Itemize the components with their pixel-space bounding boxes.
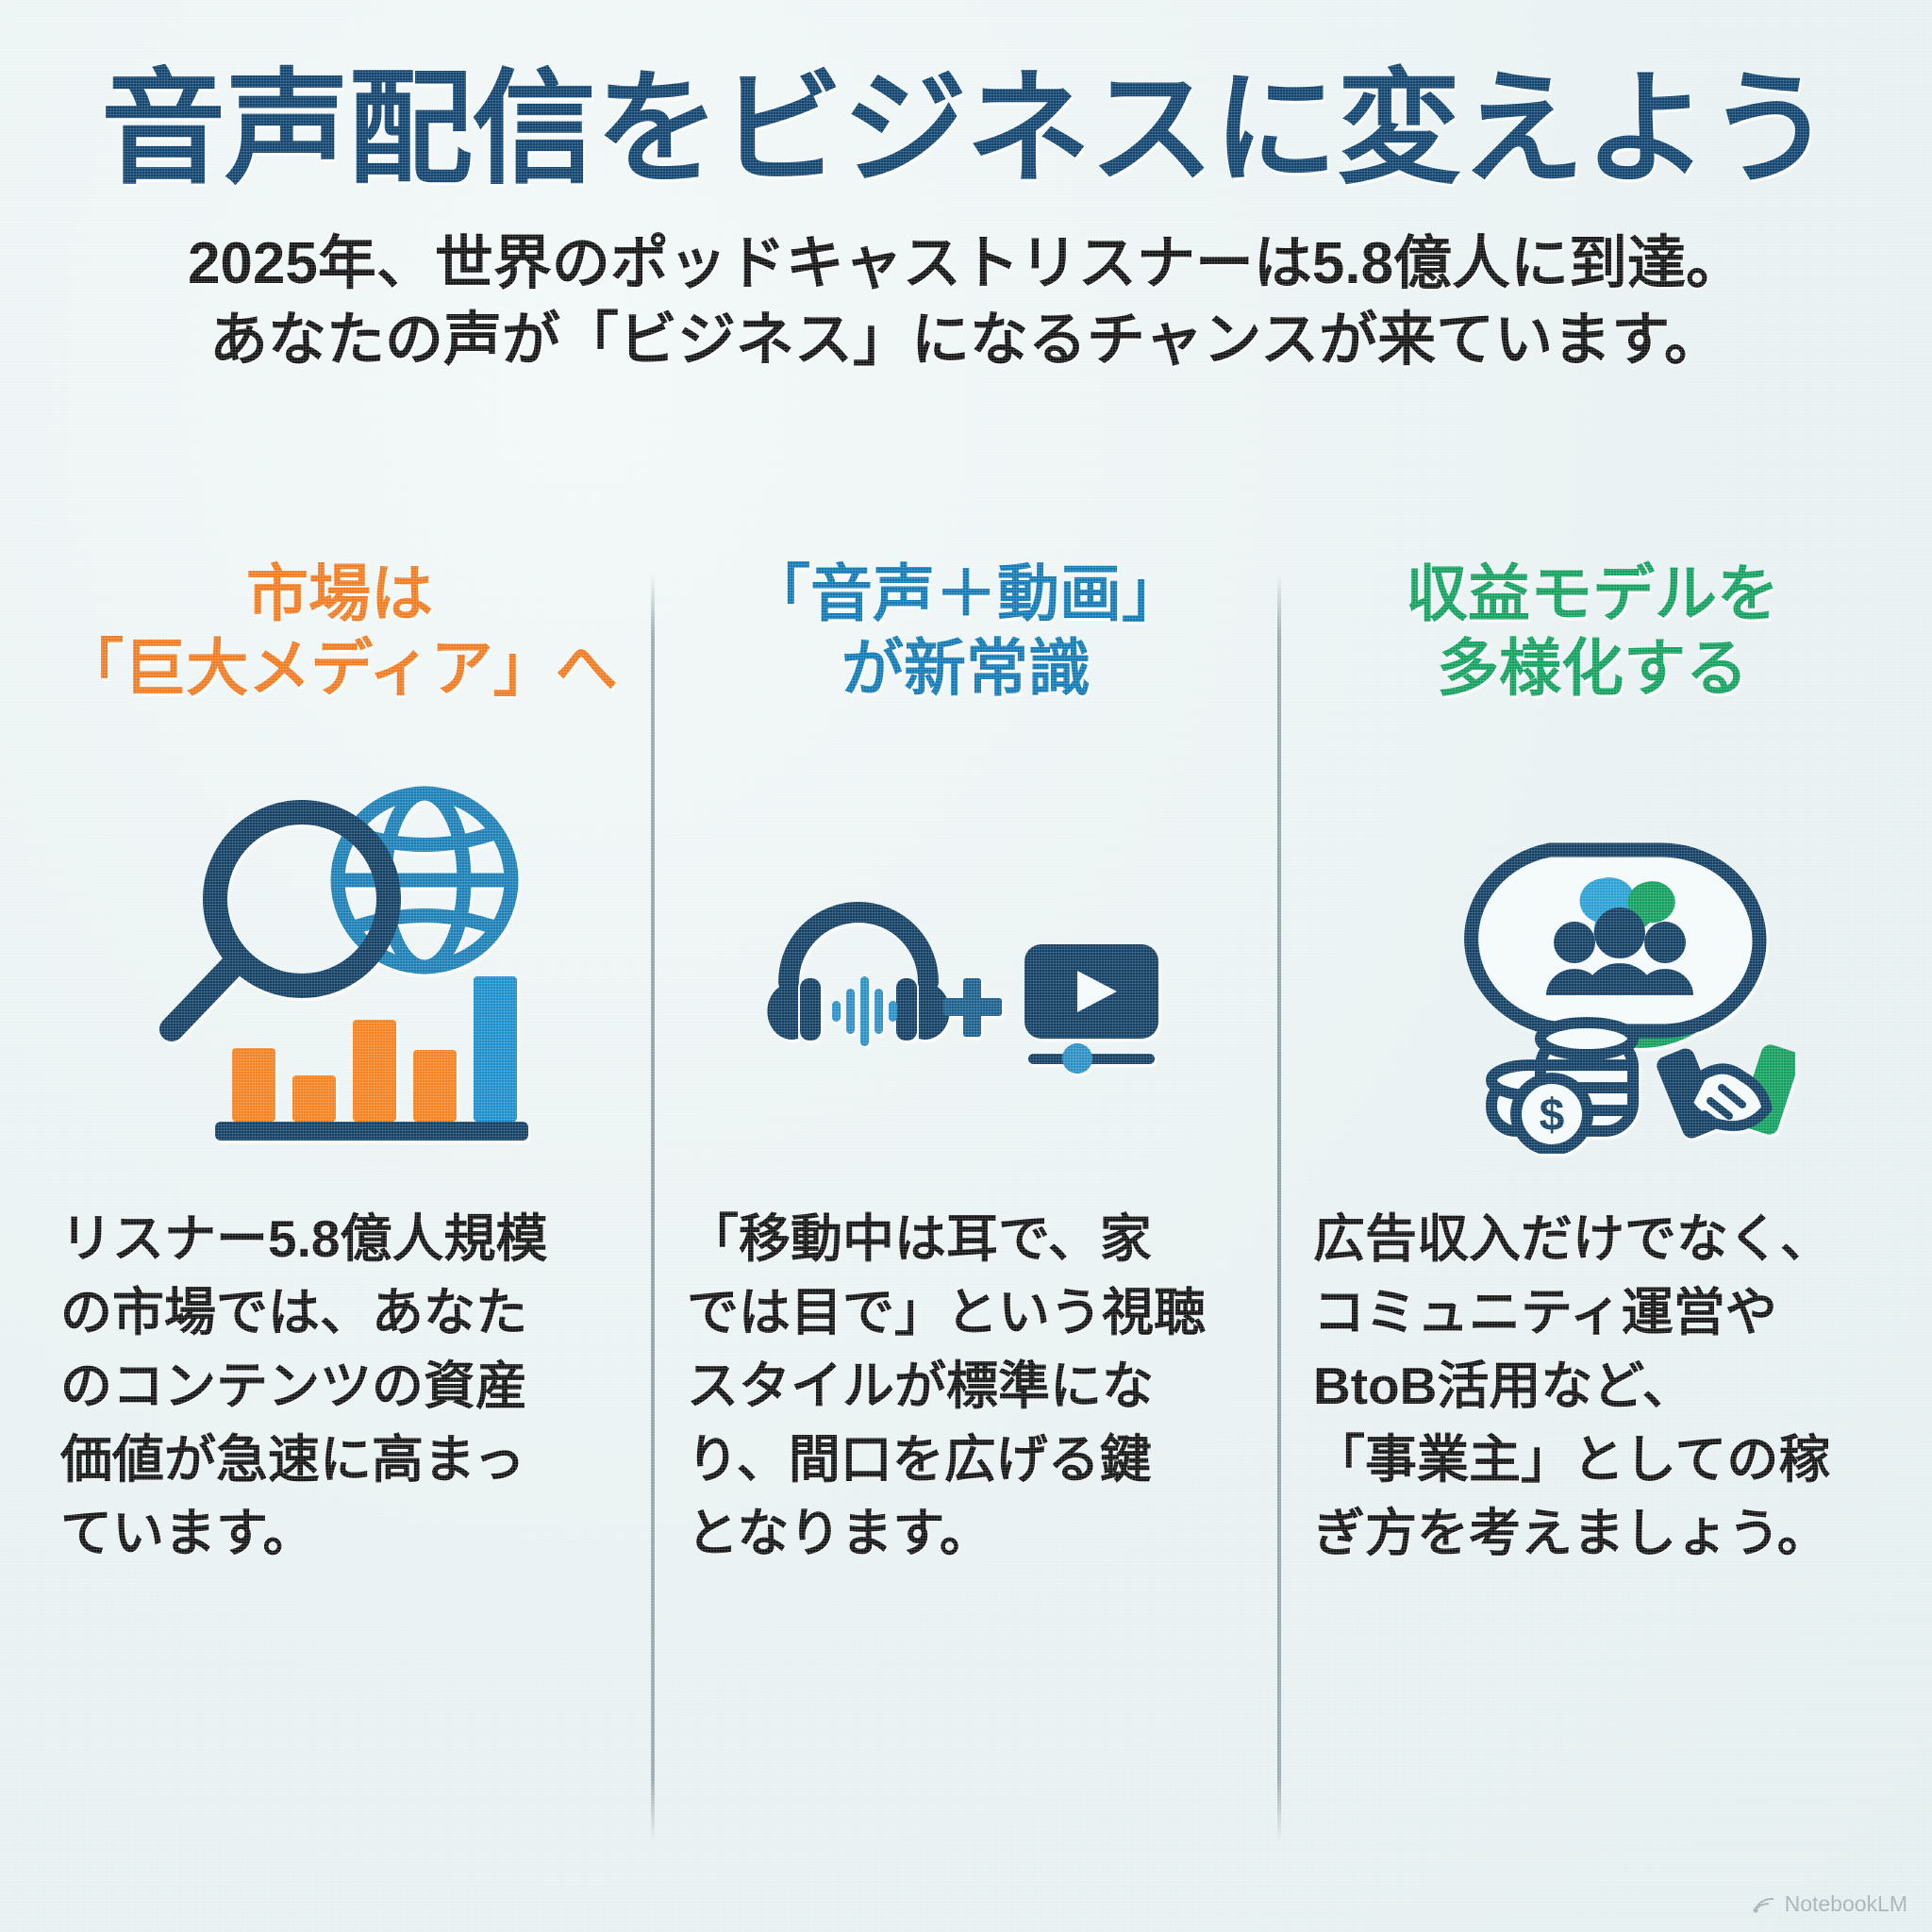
column-revenue-heading-line-1: 収益モデルを [1406,558,1779,628]
notebooklm-watermark: NotebookLM [1752,1891,1907,1917]
bar-chart-icon [215,976,528,1141]
column-audio-video-body-line-3: スタイルが標準にな [687,1357,1155,1416]
column-audio-video-heading-line-1: 「音声＋動画」 [748,558,1184,628]
column-revenue-body-line-2: コミュニティ運営や [1313,1283,1777,1342]
column-audio-video: 「音声＋動画」 が新常識 [655,557,1277,1866]
column-market-body: リスナー5.8億人規模 の市場では、あなた のコンテンツの資産 価値が急速に高ま… [60,1202,619,1570]
column-divider-2 [1277,574,1281,1841]
page-title: 音声配信をビジネスに変えよう [101,59,1832,198]
column-revenue-body-line-3: BtoB活用など、 [1313,1357,1694,1416]
community-speech-bubble-icon [1464,842,1767,1087]
column-revenue-body-line-4: 「事業主」としての稼 [1313,1430,1831,1490]
column-revenue-body-line-1: 広告収入だけでなく、 [1313,1209,1833,1268]
magnifier-globe-barchart-icon [60,743,619,1187]
column-audio-video-body-line-2: では目で」という視聴 [687,1283,1207,1342]
column-audio-video-heading-line-2: が新常識 [841,633,1091,704]
column-audio-video-heading: 「音声＋動画」 が新常識 [687,557,1245,736]
column-audio-video-body-line-4: り、間口を広げる鍵 [687,1430,1152,1490]
column-revenue-body: 広告収入だけでなく、 コミュニティ運営や BtoB活用など、 「事業主」としての… [1313,1202,1872,1570]
svg-text:$: $ [1540,1091,1565,1141]
column-audio-video-body: 「移動中は耳で、家 では目で」という視聴 スタイルが標準にな り、間口を広げる鍵… [687,1202,1245,1570]
column-market: 市場は 「巨大メディア」へ [28,557,651,1866]
headphones-plus-videoplayer-icon [687,743,1245,1187]
page-subtitle: 2025年、世界のポッドキャストリスナーは5.8億人に到達。 あなたの声が「ビジ… [0,225,1932,380]
notebooklm-watermark-label: NotebookLM [1784,1891,1907,1916]
column-market-heading: 市場は 「巨大メディア」へ [60,557,619,736]
people-group-icon [1546,908,1693,995]
column-market-body-line-2: の市場では、あなた [60,1283,528,1342]
subtitle-line-1: 2025年、世界のポッドキャストリスナーは5.8億人に到達。 [187,230,1745,296]
globe-icon [330,786,519,974]
column-revenue-heading: 収益モデルを 多様化する [1313,557,1872,736]
column-market-body-line-5: ています。 [60,1504,315,1563]
column-market-body-line-4: 価値が急速に高まっ [60,1430,525,1490]
plus-icon [943,978,1002,1037]
column-divider-1 [651,574,655,1841]
community-coins-handshake-icon: $ [1313,743,1872,1187]
headphones-icon [767,902,950,1046]
column-audio-video-body-line-1: 「移動中は耳で、家 [687,1209,1152,1268]
columns-container: 市場は 「巨大メディア」へ [28,557,1904,1866]
magnifier-icon [159,800,401,1041]
column-audio-video-body-line-5: となります。 [687,1504,991,1563]
column-market-heading-line-2: 「巨大メディア」へ [61,633,618,704]
column-market-heading-line-1: 市場は [246,558,433,628]
column-market-body-line-1: リスナー5.8億人規模 [60,1209,548,1268]
subtitle-line-2: あなたの声が「ビジネス」になるチャンスが来ています。 [209,308,1723,374]
notebooklm-logo-icon [1752,1895,1776,1914]
handshake-icon [1657,1044,1795,1139]
video-player-icon [1024,944,1158,1074]
column-market-body-line-3: のコンテンツの資産 [60,1357,528,1416]
waveform-icon [832,976,897,1046]
column-revenue: 収益モデルを 多様化する [1281,557,1904,1866]
dollar-coin-icon: $ [1510,1073,1593,1154]
poster-header: 音声配信をビジネスに変えよう 2025年、世界のポッドキャストリスナーは5.8億… [0,0,1932,379]
column-revenue-heading-line-2: 多様化する [1437,633,1748,704]
column-revenue-body-line-5: ぎ方を考えましょう。 [1313,1504,1829,1563]
